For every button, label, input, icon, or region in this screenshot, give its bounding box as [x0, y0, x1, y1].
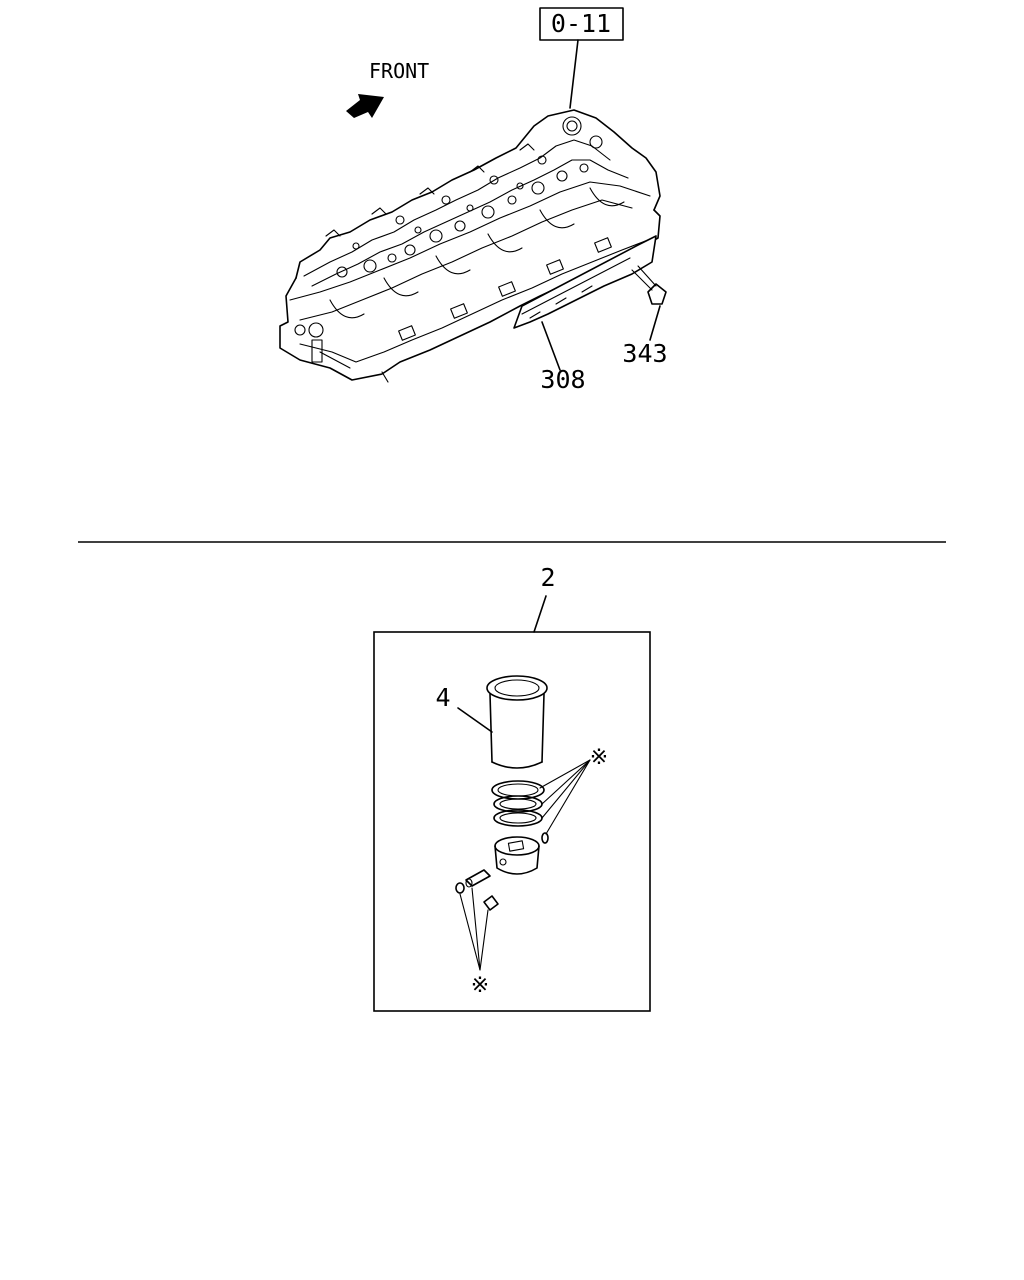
liner-label: 4	[435, 683, 450, 712]
piston-pin[interactable]	[455, 869, 499, 911]
liner-leader-line	[457, 707, 493, 733]
callout-343-leader	[649, 305, 661, 341]
callout-308-leader	[541, 321, 561, 371]
callout-308-label: 308	[540, 365, 585, 394]
reference-leader-line	[569, 39, 579, 109]
part-4-liner[interactable]	[486, 675, 548, 769]
reference-box[interactable]: 0-11	[539, 7, 624, 41]
callout-343-label: 343	[622, 339, 667, 368]
front-arrow-icon	[346, 94, 384, 118]
liner-piston-kit: 2 4	[373, 563, 651, 1012]
kit-leader-line	[533, 595, 547, 633]
asterisk-leaders-bottom	[459, 887, 489, 971]
kit-frame	[373, 631, 651, 1012]
asterisk-mark-bottom: ※	[471, 973, 489, 998]
part-308-plate[interactable]	[513, 235, 657, 329]
front-label: FRONT	[369, 59, 429, 83]
asterisk-leaders-top	[539, 759, 591, 835]
piston[interactable]	[494, 832, 549, 875]
asterisk-mark-top: ※	[590, 745, 608, 770]
cylinder-head-body	[279, 109, 661, 383]
cylinder-head-assembly: 0-11 FRONT	[279, 7, 668, 394]
kit-label: 2	[540, 563, 555, 592]
part-343-bolt[interactable]	[631, 265, 667, 305]
reference-box-label: 0-11	[551, 9, 611, 38]
piston-rings[interactable]	[491, 780, 545, 827]
